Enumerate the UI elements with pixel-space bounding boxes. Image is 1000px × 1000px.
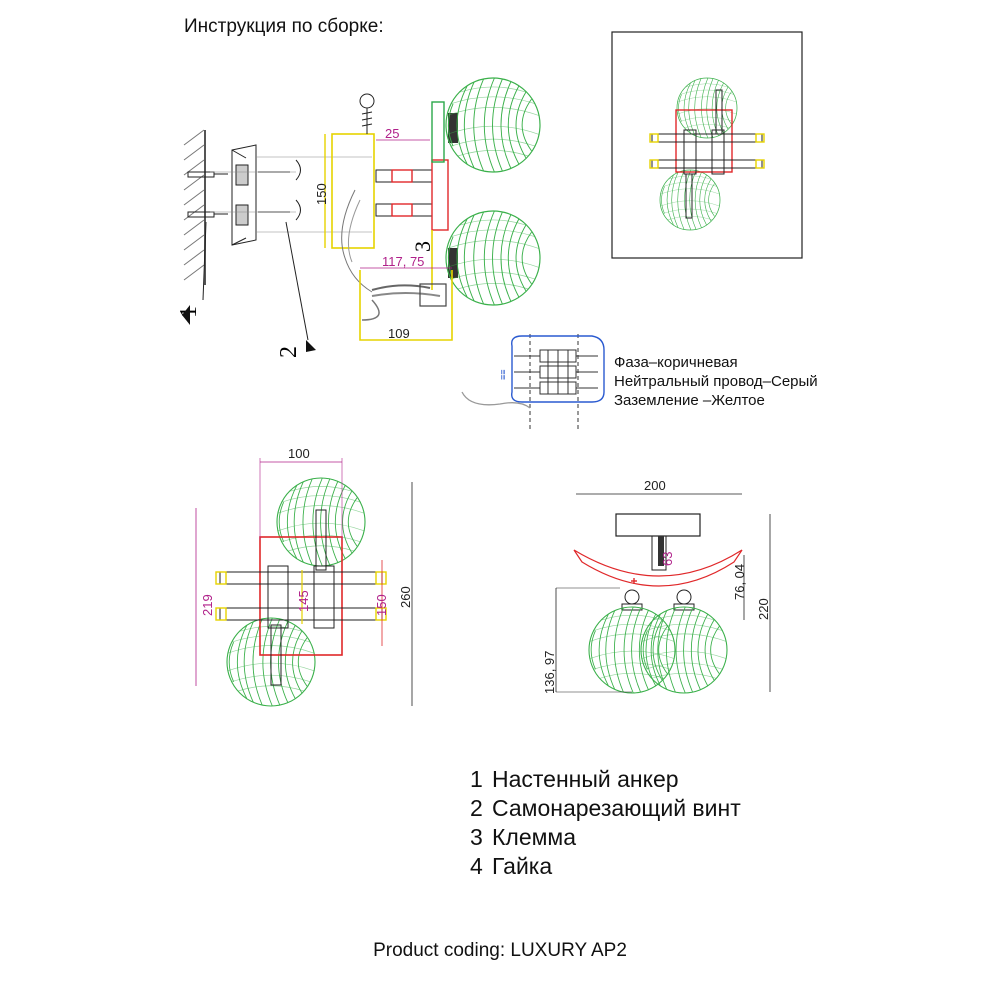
mounting-bracket [231, 144, 257, 246]
bottom-view: 200 63 136, 97 76, 04 220 [542, 478, 771, 694]
front-view-small [611, 31, 803, 259]
callout-2: 2 [276, 346, 302, 358]
dim-145: 145 [296, 590, 311, 612]
glass-sphere-right [640, 606, 728, 694]
glass-sphere-top [276, 477, 366, 567]
dim-200: 200 [644, 478, 666, 493]
glass-sphere-left [588, 606, 676, 694]
dim-150-front: 150 [374, 594, 389, 616]
dim-100: 100 [288, 446, 310, 461]
wall-anchors [187, 171, 228, 218]
dim-25: 25 [385, 126, 399, 141]
side-arms [375, 101, 458, 290]
dim-63: 63 [660, 552, 675, 566]
glass-sphere-upper [445, 77, 541, 173]
svg-text:≡≡: ≡≡ [498, 369, 508, 380]
callout-3: 3 [410, 241, 435, 252]
dim-136-97: 136, 97 [542, 651, 557, 694]
wiring-ground: Заземление –Желтое [614, 392, 765, 409]
canopy-outline [331, 133, 375, 249]
wiring-diagram: ≡≡ Фаза–коричневая Нейтральный провод–Се… [461, 334, 818, 432]
dim-220: 220 [756, 598, 771, 620]
wiring-neutral: Нейтральный провод–Серый [614, 373, 818, 390]
page-title: Инструкция по сборке: [184, 16, 384, 37]
dim-219: 219 [200, 594, 215, 616]
terminal-block [419, 283, 447, 307]
product-coding: Product coding: LUXURY AP2 [373, 940, 627, 961]
top-screw [359, 93, 375, 134]
dim-109: 109 [388, 326, 410, 341]
side-view: 1 2 25 150 [176, 77, 541, 358]
dim-150-side: 150 [314, 183, 329, 205]
dim-260: 260 [398, 586, 413, 608]
dim-117-75: 117, 75 [382, 254, 424, 269]
self-tapping-screws [258, 159, 301, 221]
wiring-phase: Фаза–коричневая [614, 354, 738, 371]
glass-sphere-lower [445, 210, 541, 306]
wall [183, 129, 206, 285]
front-view: 100 219 145 150 260 [195, 446, 413, 707]
dim-76-04: 76, 04 [732, 564, 747, 600]
